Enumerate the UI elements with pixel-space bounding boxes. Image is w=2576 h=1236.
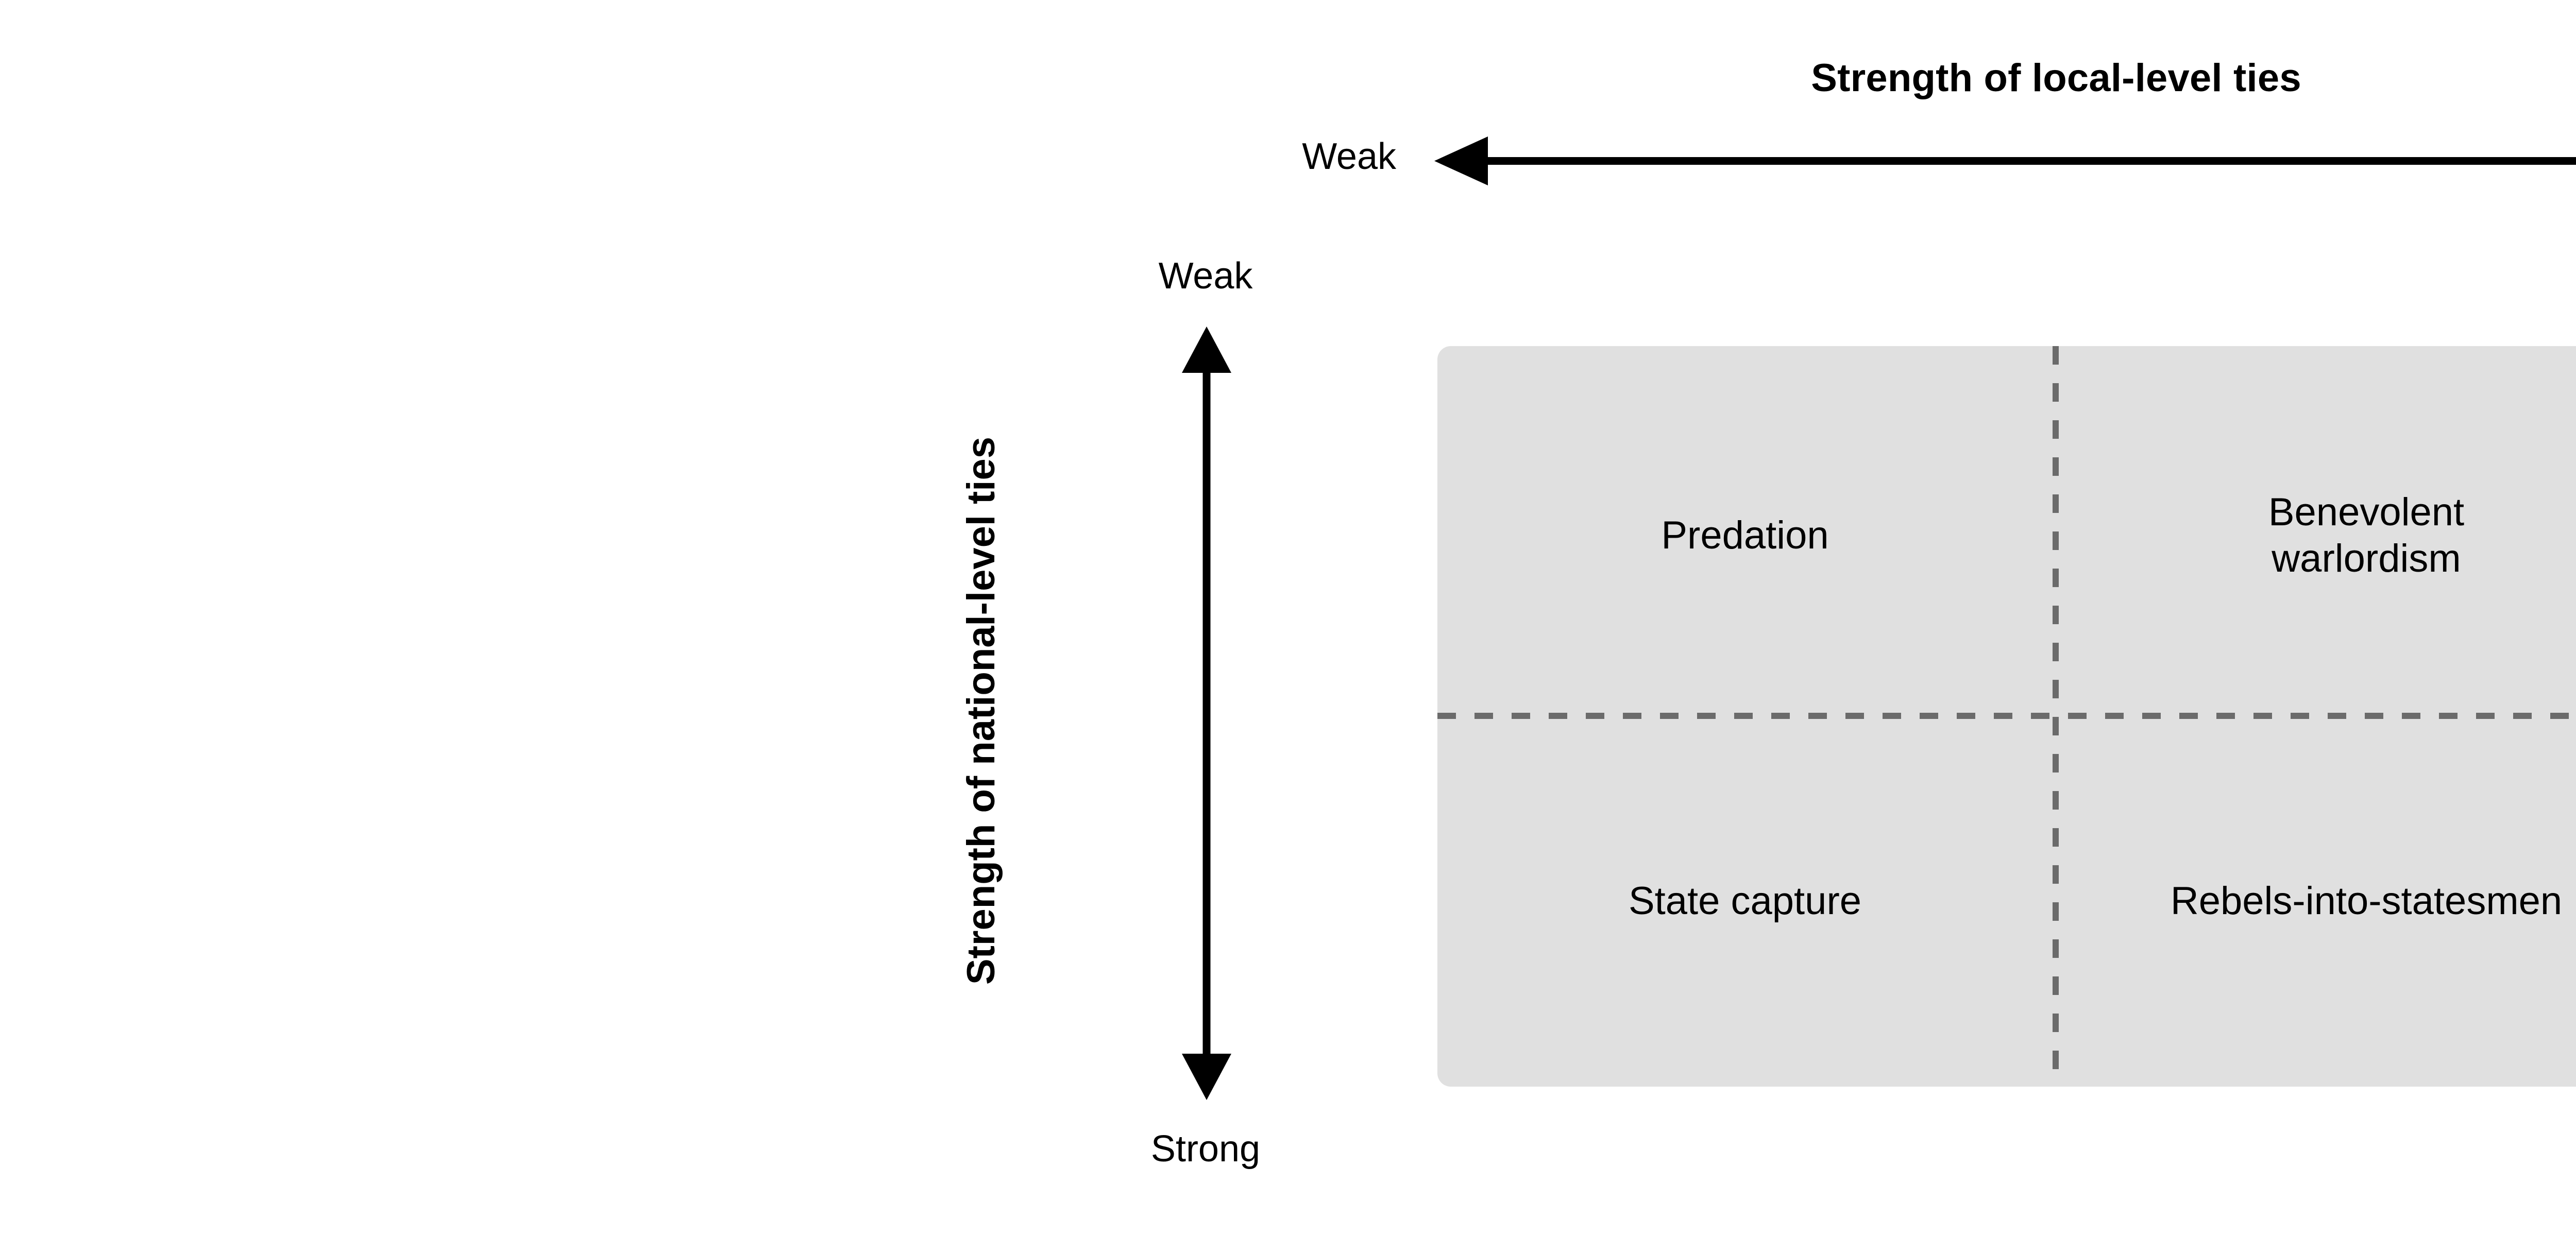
y-axis-high-label: Strong bbox=[1150, 1128, 1261, 1170]
matrix-vertical-divider bbox=[2053, 346, 2059, 1087]
quadrant-bottom-right: Rebels-into-statesmen bbox=[2059, 793, 2576, 1009]
x-axis-double-arrow-icon bbox=[1434, 136, 2576, 185]
quadrant-top-left-label: Predation bbox=[1661, 513, 1829, 558]
quadrant-bottom-left: State capture bbox=[1437, 793, 2053, 1009]
quadrant-top-right: Benevolent warlordism bbox=[2059, 402, 2576, 670]
y-axis-low-label: Weak bbox=[1158, 255, 1253, 297]
y-axis-title: Strength of national-level ties bbox=[959, 436, 1004, 985]
quadrant-top-left: Predation bbox=[1437, 402, 2053, 670]
quadrant-bottom-right-label: Rebels-into-statesmen bbox=[2170, 879, 2563, 923]
x-axis-low-label: Weak bbox=[1302, 136, 1396, 177]
quadrant-top-right-label: Benevolent warlordism bbox=[2268, 490, 2465, 580]
matrix-horizontal-divider bbox=[1437, 713, 2576, 719]
y-axis-double-arrow-icon bbox=[1182, 327, 1231, 1100]
quadrant-bottom-left-label: State capture bbox=[1628, 879, 1862, 923]
x-axis-title: Strength of local-level ties bbox=[1811, 56, 2301, 100]
